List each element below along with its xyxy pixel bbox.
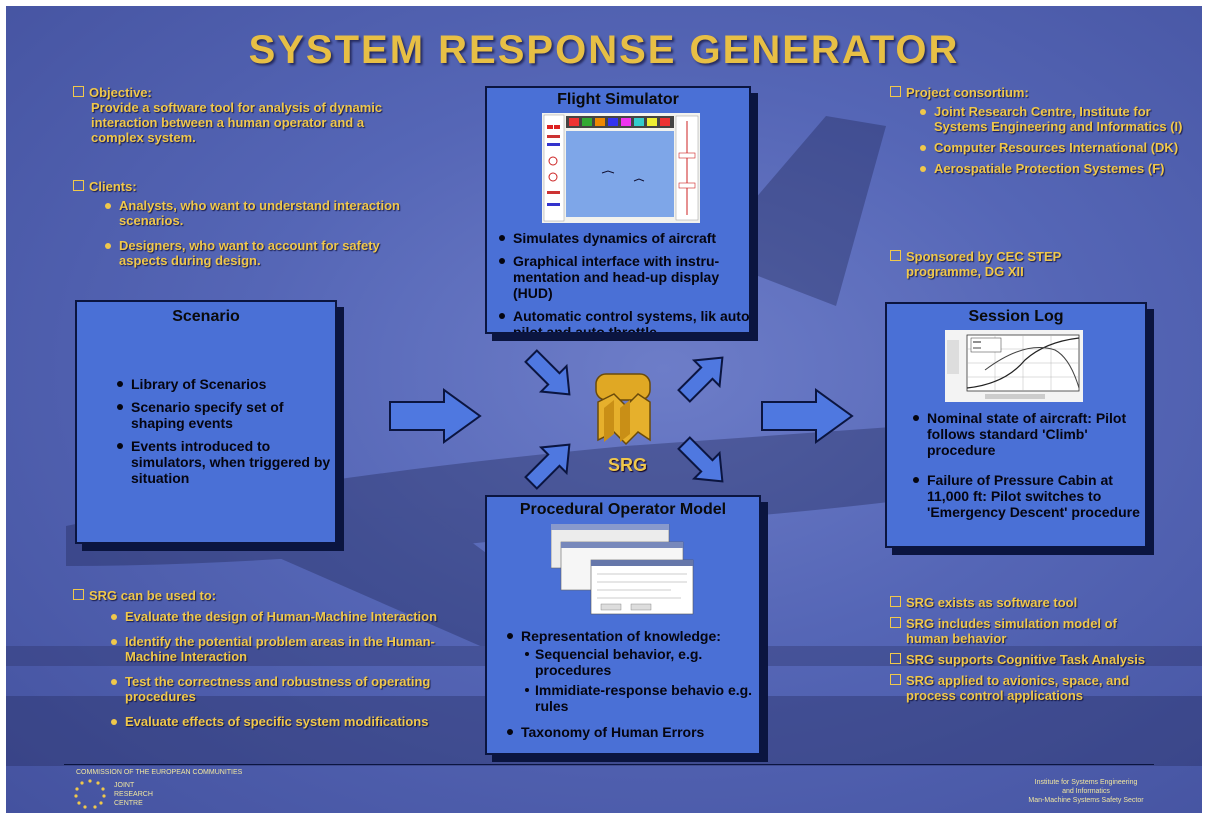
footer-divider xyxy=(64,764,1154,765)
fact-item: SRG exists as software tool xyxy=(890,595,1160,610)
checkbox-bullet-icon xyxy=(73,180,84,191)
consortium-item: Aerospatiale Protection Systemes (F) xyxy=(890,161,1190,176)
uses-item: Evaluate effects of specific system modi… xyxy=(73,714,443,729)
clients-item: Analysts, who want to understand interac… xyxy=(73,198,403,228)
consortium-section: Project consortium: Joint Research Centr… xyxy=(890,85,1190,176)
bullet-icon xyxy=(111,679,117,686)
objective-section: Objective: Provide a software tool for a… xyxy=(73,85,413,145)
list-item: Scenario specify set of shaping events xyxy=(115,399,331,431)
list-item: Failure of Pressure Cabin at 11,000 ft: … xyxy=(911,472,1145,520)
objective-text: Provide a software tool for analysis of … xyxy=(91,100,383,145)
clients-heading: Clients: xyxy=(89,179,137,194)
scenario-box: Scenario Library of Scenarios Scenario s… xyxy=(75,300,337,544)
objective-heading: Objective: xyxy=(89,85,152,100)
list-item: Taxonomy of Human Errors xyxy=(505,724,759,740)
uses-item: Evaluate the design of Human-Machine Int… xyxy=(73,609,443,624)
bullet-icon xyxy=(111,639,117,646)
bullet-icon xyxy=(105,243,111,250)
pom-title: Procedural Operator Model xyxy=(519,501,727,518)
list-item: Library of Scenarios xyxy=(115,376,331,392)
clients-section: Clients: Analysts, who want to understan… xyxy=(73,179,403,268)
list-item: Automatic control systems, lik auto pilo… xyxy=(497,308,749,332)
bullet-icon xyxy=(920,166,926,173)
uses-heading: SRG can be used to: xyxy=(89,588,217,603)
checkbox-bullet-icon xyxy=(890,653,901,664)
list-item: Representation of knowledge: xyxy=(505,628,759,644)
checkbox-bullet-icon xyxy=(890,250,901,261)
jrc-logo-text: JOINT RESEARCH CENTRE xyxy=(114,782,153,807)
pom-windows-screenshot-image xyxy=(551,524,694,615)
institute-text: Institute for Systems Engineering and In… xyxy=(1028,779,1144,804)
scenario-title: Scenario xyxy=(172,308,240,325)
arrow-right-icon xyxy=(761,388,854,444)
arrow-up-right-icon xyxy=(677,356,724,403)
poster-title: SYSTEM RESPONSE GENERATOR xyxy=(248,28,960,72)
uses-item: Identify the potential problem areas in … xyxy=(73,634,443,664)
checkbox-bullet-icon xyxy=(890,617,901,628)
scenario-list: Library of Scenarios Scenario specify se… xyxy=(115,376,331,486)
session-log-box: Session Log Nominal state of aircraft: P… xyxy=(885,302,1147,548)
uses-item: Test the correctness and robustness of o… xyxy=(73,674,443,704)
list-item: Events introduced to simulators, when tr… xyxy=(115,438,331,486)
bullet-icon xyxy=(920,145,926,152)
srg-logo-icon xyxy=(595,373,651,446)
checkbox-bullet-icon xyxy=(890,674,901,685)
list-subitem: Sequencial behavior, e.g. procedures xyxy=(505,646,759,678)
consortium-item: Joint Research Centre, Institute for Sys… xyxy=(890,104,1190,134)
consortium-heading: Project consortium: xyxy=(906,85,1029,100)
list-subitem: Immidiate-response behavio e.g. rules xyxy=(505,682,759,714)
flight-simulator-box: Flight Simulator Simulates dynamics of a… xyxy=(485,86,751,334)
eu-stars-logo-icon xyxy=(74,779,106,809)
list-item: Simulates dynamics of aircraft xyxy=(497,230,749,246)
bullet-icon xyxy=(105,203,111,210)
flight-simulator-title: Flight Simulator xyxy=(557,91,679,108)
arrow-right-icon xyxy=(389,388,482,444)
clients-item: Designers, who want to account for safet… xyxy=(73,238,403,268)
procedural-operator-model-box: Procedural Operator Model Representation… xyxy=(485,495,761,755)
checkbox-bullet-icon xyxy=(73,589,84,600)
flight-simulator-screenshot-image xyxy=(542,113,700,223)
checkbox-bullet-icon xyxy=(890,86,901,97)
sponsored-section: Sponsored by CEC STEP programme, DG XII xyxy=(890,249,1130,279)
pom-list: Representation of knowledge: Sequencial … xyxy=(505,628,759,747)
poster: SYSTEM RESPONSE GENERATOR Objective: Pro… xyxy=(6,6,1202,813)
facts-section: SRG exists as software tool SRG includes… xyxy=(890,595,1160,703)
uses-section: SRG can be used to: Evaluate the design … xyxy=(73,588,443,729)
footer-commission-text: COMMISSION OF THE EUROPEAN COMMUNITIES xyxy=(76,769,243,776)
bullet-icon xyxy=(920,109,926,116)
list-item: Graphical interface with instru-mentatio… xyxy=(497,253,749,301)
arrow-down-right-icon xyxy=(677,436,724,483)
bullet-icon xyxy=(111,614,117,621)
session-log-title: Session Log xyxy=(968,308,1064,325)
fact-item: SRG includes simulation model of human b… xyxy=(890,616,1160,646)
session-log-list: Nominal state of aircraft: Pilot follows… xyxy=(911,410,1145,527)
checkbox-bullet-icon xyxy=(890,596,901,607)
consortium-item: Computer Resources International (DK) xyxy=(890,140,1190,155)
fact-item: SRG supports Cognitive Task Analysis xyxy=(890,652,1160,667)
srg-label: SRG xyxy=(608,455,648,475)
flight-simulator-list: Simulates dynamics of aircraft Graphical… xyxy=(497,230,749,332)
session-log-chart-image xyxy=(945,330,1083,402)
sponsored-text: Sponsored by CEC STEP programme, DG XII xyxy=(906,249,1062,279)
arrow-down-right-icon xyxy=(524,349,571,396)
list-item: Nominal state of aircraft: Pilot follows… xyxy=(911,410,1145,458)
checkbox-bullet-icon xyxy=(73,86,84,97)
fact-item: SRG applied to avionics, space, and proc… xyxy=(890,673,1160,703)
arrow-up-right-icon xyxy=(524,443,571,490)
bullet-icon xyxy=(111,719,117,726)
